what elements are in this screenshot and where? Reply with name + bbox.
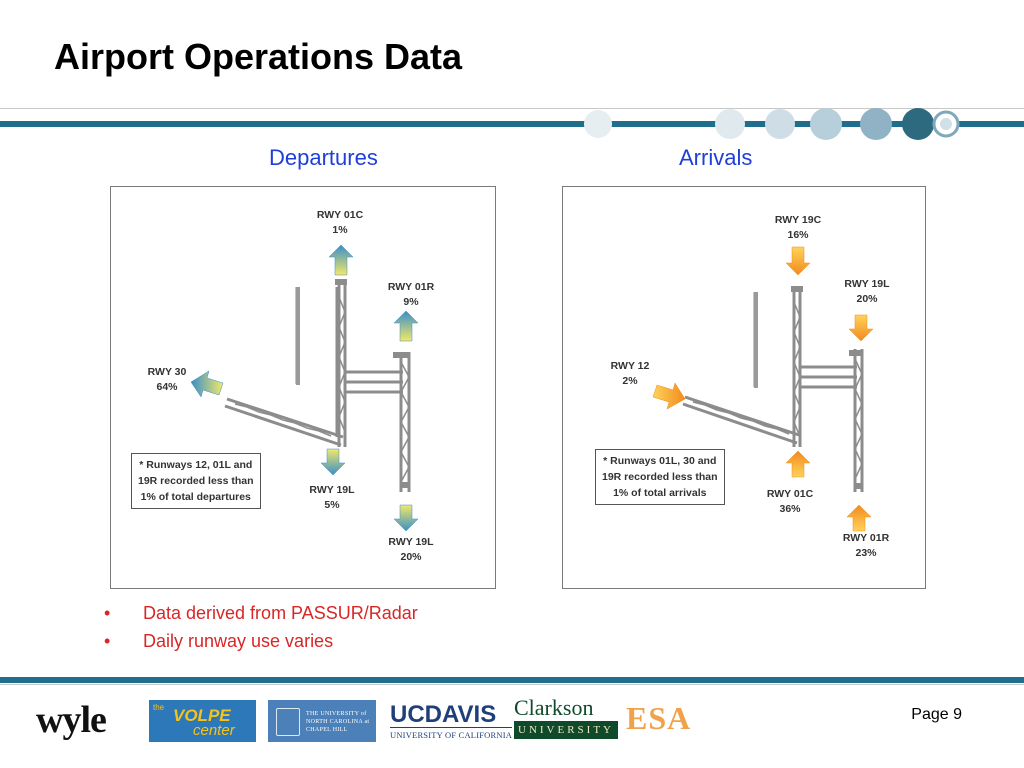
rwy-01r-arrival-arrow (846, 504, 872, 532)
rwy-01c-departure-arrow (328, 244, 354, 276)
departures-runway-diagram (190, 244, 419, 532)
footer-band (0, 677, 1024, 683)
bullet-list: Data derived from PASSUR/Radar Daily run… (104, 599, 418, 655)
rwy-19l-departure-arrow-short (320, 448, 346, 476)
slide-title: Airport Operations Data (54, 36, 463, 77)
rwy-19c-arrival-arrow (785, 246, 811, 276)
rwy-12-arrival-arrow (652, 382, 686, 410)
header-rule (0, 108, 1024, 109)
departures-title: Departures (269, 145, 378, 170)
esa-logo: ESA (626, 700, 692, 736)
arrivals-runway-diagram (652, 246, 874, 532)
header-band (0, 121, 1024, 127)
unc-logo: THE UNIVERSITY of NORTH CAROLINA at CHAP… (268, 700, 376, 742)
rwy-01c-arrival-arrow (785, 450, 811, 478)
unc-seal-icon (276, 708, 300, 736)
footer-rule (0, 684, 1024, 685)
wyle-logo: wyle (36, 699, 107, 741)
ucdavis-logo: UCDAVIS UNIVERSITY OF CALIFORNIA (390, 701, 513, 740)
bullet-item: Daily runway use varies (104, 627, 418, 655)
bullet-item: Data derived from PASSUR/Radar (104, 599, 418, 627)
volpe-center-logo: the VOLPE center (149, 700, 256, 742)
arrivals-title: Arrivals (679, 145, 753, 170)
rwy-01r-departure-arrow (393, 310, 419, 342)
clarkson-logo: Clarkson UNIVERSITY (514, 697, 618, 739)
page-number: Page 9 (911, 706, 962, 723)
rwy-19l-arrival-arrow (848, 314, 874, 342)
rwy-30-departure-arrow (190, 370, 224, 398)
rwy-19l-departure-arrow-long (393, 504, 419, 532)
